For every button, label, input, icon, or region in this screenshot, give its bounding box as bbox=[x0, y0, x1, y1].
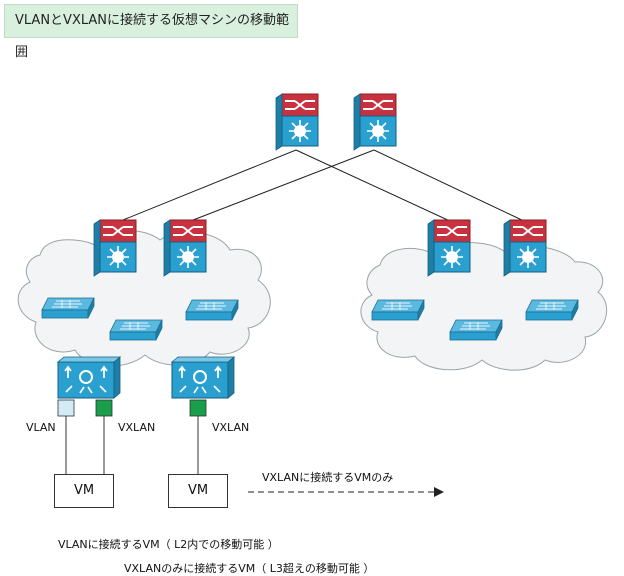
vxlan-port bbox=[189, 399, 207, 417]
core-links bbox=[117, 149, 527, 223]
page-title: VLANとVXLANに接続する仮想マシンの移動範囲 bbox=[4, 4, 298, 60]
access-switch-icon bbox=[449, 319, 503, 341]
access-switch-icon bbox=[525, 299, 579, 321]
vm-box-2: VM bbox=[168, 474, 228, 508]
cloud-icon bbox=[360, 242, 608, 371]
vxlan-label: VXLAN bbox=[118, 421, 156, 434]
router-switch-icon bbox=[503, 219, 547, 277]
router-switch-icon bbox=[93, 219, 137, 277]
note-vxlan: VXLANのみに接続するVM（ L3超えの移動可能 ） bbox=[124, 562, 375, 575]
router-switch-icon bbox=[353, 93, 397, 151]
vlan-label: VLAN bbox=[26, 421, 56, 434]
vxlan-port bbox=[95, 399, 113, 417]
note-vlan: VLANに接続するVM（ L2内での移動可能 ） bbox=[58, 538, 279, 551]
virtual-switch-icon bbox=[57, 356, 121, 399]
router-switch-icon bbox=[275, 93, 319, 151]
vxlan-label-2: VXLAN bbox=[212, 421, 250, 434]
virtual-switch-icon bbox=[171, 356, 235, 399]
vm-links bbox=[65, 416, 199, 474]
arrow-head-icon bbox=[434, 487, 444, 497]
arrow-label: VXLANに接続するVMのみ bbox=[262, 471, 394, 484]
router-switch-icon bbox=[427, 219, 471, 277]
cloud-icon bbox=[17, 230, 271, 367]
vm-box-1: VM bbox=[54, 474, 114, 508]
access-switch-icon bbox=[185, 299, 239, 321]
vlan-port bbox=[57, 399, 75, 417]
access-switch-icon bbox=[371, 299, 425, 321]
access-switch-icon bbox=[41, 297, 95, 319]
router-switch-icon bbox=[163, 219, 207, 277]
access-switch-icon bbox=[109, 319, 163, 341]
